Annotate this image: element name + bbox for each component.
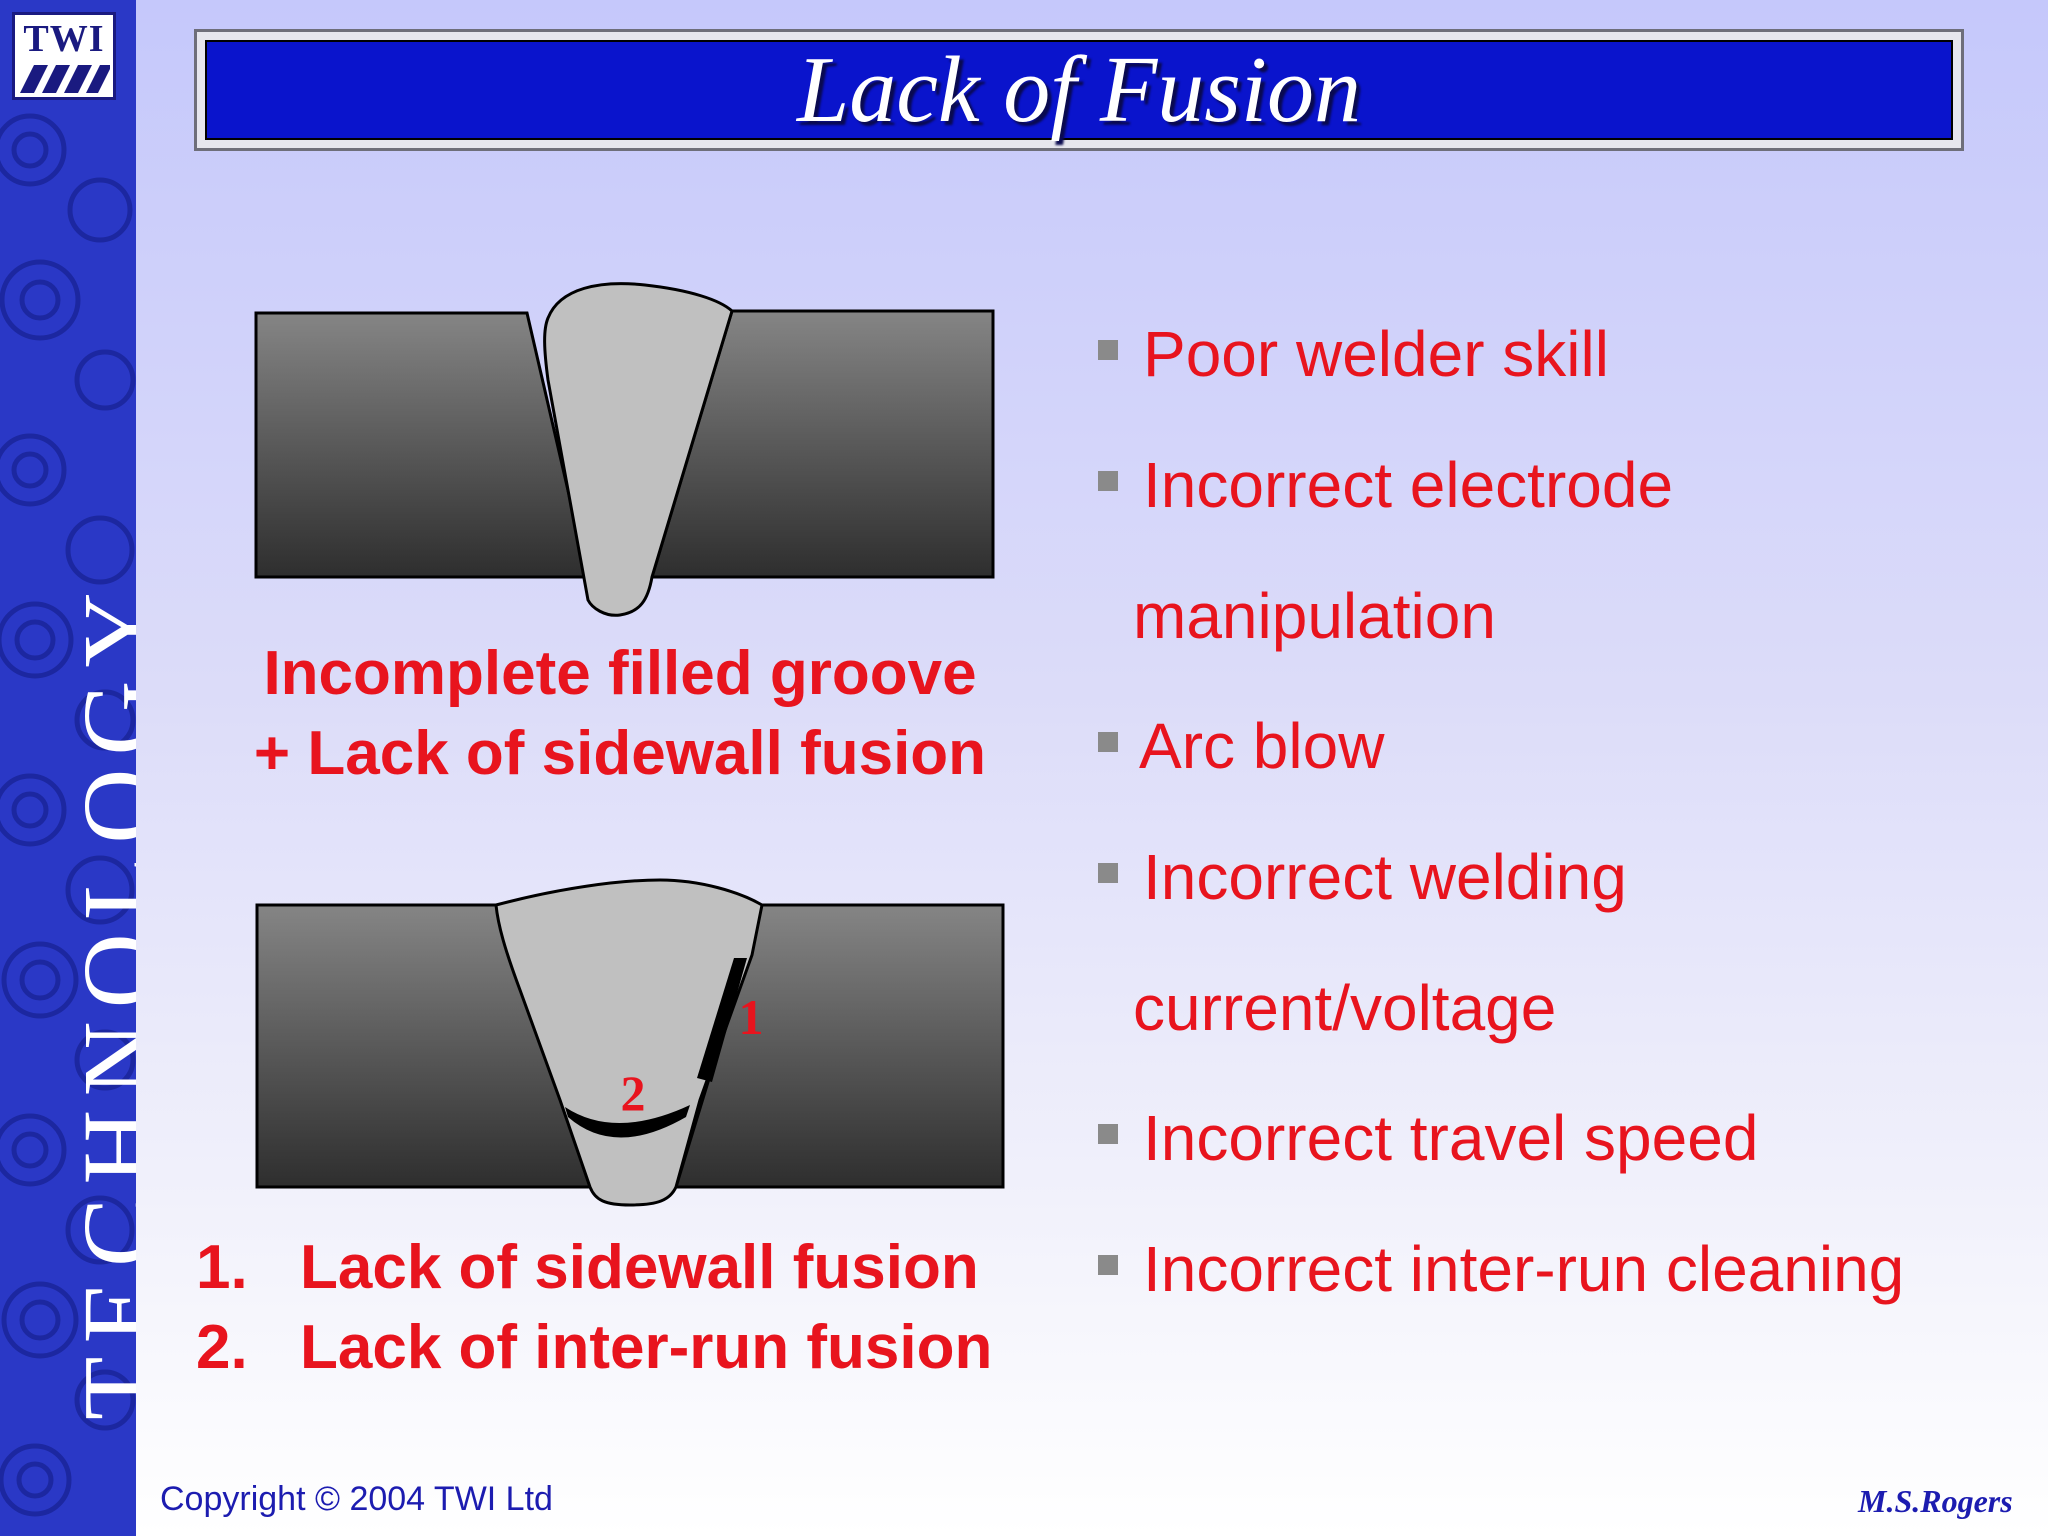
- cause-item: Incorrect electrode: [1143, 449, 1674, 521]
- defect-interrun: [565, 1105, 690, 1138]
- caption-incomplete-groove: Incomplete filled groove + Lack of sidew…: [200, 634, 1040, 794]
- cause-item: Incorrect welding: [1143, 841, 1627, 913]
- caption-list-item: 1. Lack of sidewall fusion: [196, 1228, 992, 1308]
- caption-defect-list: 1. Lack of sidewall fusion 2. Lack of in…: [196, 1228, 992, 1388]
- cause-item: Incorrect travel speed: [1143, 1102, 1759, 1174]
- page-title: Lack of Fusion: [797, 38, 1361, 142]
- weld-bead-bottom: [494, 878, 764, 1207]
- footer-author: M.S.Rogers: [1858, 1483, 2013, 1519]
- caption-line: Incomplete filled groove: [263, 639, 977, 708]
- diagram-sidewall-interrun: 1 2: [255, 878, 1005, 1207]
- bullet-icon: [1098, 863, 1118, 883]
- bullet-icon: [1098, 471, 1118, 491]
- cause-item: Arc blow: [1139, 710, 1385, 782]
- title-bar: Lack of Fusion: [194, 29, 1964, 151]
- list-text: Lack of sidewall fusion: [300, 1233, 979, 1302]
- twi-logo: TWI: [12, 12, 116, 100]
- swirl-pattern: [0, 113, 136, 1517]
- bullet-icon: [1098, 1124, 1118, 1144]
- bullet-icon: [1098, 340, 1118, 360]
- diagram-incomplete-groove: [254, 282, 995, 617]
- defect-sidewall: [697, 958, 747, 1082]
- bullet-icon: [1098, 1255, 1118, 1275]
- plate-left: [254, 311, 590, 579]
- logo-stripes-icon: [20, 65, 110, 93]
- weld-bead-top: [543, 282, 734, 617]
- sidebar-banner: TWI TECHNOLOGY: [0, 0, 136, 1536]
- plate-right-2: [673, 903, 1005, 1189]
- title-banner: Lack of Fusion: [205, 40, 1953, 140]
- footer-copyright: Copyright © 2004 TWI Ltd: [160, 1480, 553, 1518]
- bullet-icon: [1098, 732, 1118, 752]
- list-text: Lack of inter-run fusion: [300, 1313, 993, 1382]
- cause-item-continued: manipulation: [1133, 580, 1496, 652]
- cause-item: Poor welder skill: [1143, 318, 1609, 390]
- list-number: 1.: [196, 1233, 248, 1302]
- logo-text: TWI: [23, 18, 105, 60]
- label-one: 1: [739, 989, 764, 1045]
- label-two: 2: [621, 1065, 646, 1121]
- cause-item-continued: current/voltage: [1133, 972, 1557, 1044]
- cause-item: Incorrect inter-run cleaning: [1143, 1233, 1905, 1305]
- list-number: 2.: [196, 1313, 248, 1382]
- caption-line: + Lack of sidewall fusion: [253, 719, 987, 788]
- caption-list-item: 2. Lack of inter-run fusion: [196, 1308, 992, 1388]
